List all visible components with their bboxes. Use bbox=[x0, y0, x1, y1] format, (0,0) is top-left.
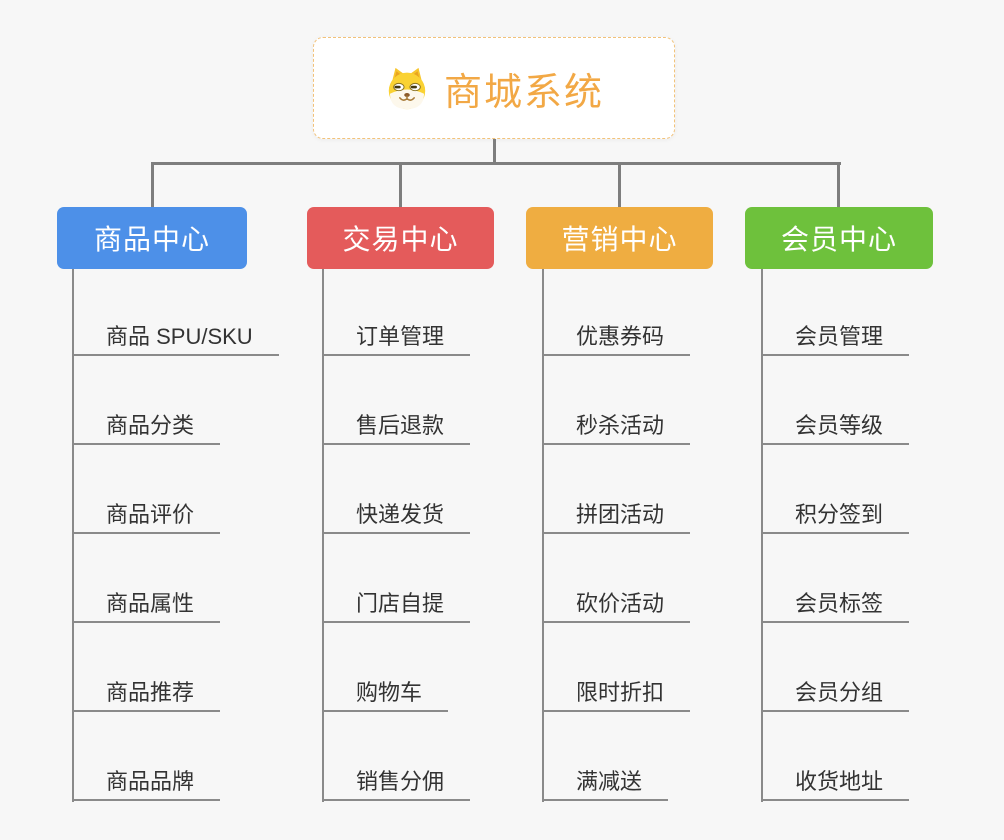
child-topic[interactable]: 商品评价 bbox=[74, 500, 221, 534]
root-topic-label: 商城系统 bbox=[443, 71, 604, 114]
root-topic-node[interactable]: 商城系统 bbox=[313, 37, 675, 139]
child-topic[interactable]: 门店自提 bbox=[324, 589, 471, 623]
shiba-dog-icon bbox=[388, 67, 426, 110]
branch-header-member-center[interactable]: 会员中心 bbox=[745, 207, 933, 269]
child-topic[interactable]: 快递发货 bbox=[324, 500, 471, 534]
child-topic[interactable]: 满减送 bbox=[544, 767, 669, 801]
connector-root-stem bbox=[493, 139, 496, 165]
branch-column-member-center: 会员管理 会员等级 积分签到 会员标签 会员分组 收货地址 bbox=[761, 269, 910, 802]
child-topic[interactable]: 收货地址 bbox=[763, 767, 910, 801]
child-topic[interactable]: 砍价活动 bbox=[544, 589, 691, 623]
connector-drop-members bbox=[837, 162, 840, 209]
child-topic[interactable]: 购物车 bbox=[324, 678, 449, 712]
connector-drop-trade bbox=[399, 162, 402, 209]
child-topic[interactable]: 销售分佣 bbox=[324, 767, 471, 801]
child-topic[interactable]: 商品品牌 bbox=[74, 767, 221, 801]
child-topic[interactable]: 优惠券码 bbox=[544, 322, 691, 356]
child-topic[interactable]: 售后退款 bbox=[324, 411, 471, 445]
branch-header-marketing-center[interactable]: 营销中心 bbox=[526, 207, 713, 269]
child-topic[interactable]: 会员分组 bbox=[763, 678, 910, 712]
child-topic[interactable]: 商品分类 bbox=[74, 411, 221, 445]
child-topic[interactable]: 秒杀活动 bbox=[544, 411, 691, 445]
branch-column-marketing-center: 优惠券码 秒杀活动 拼团活动 砍价活动 限时折扣 满减送 bbox=[542, 269, 691, 802]
child-topic[interactable]: 商品 SPU/SKU bbox=[74, 322, 279, 356]
branch-header-trade-center[interactable]: 交易中心 bbox=[307, 207, 494, 269]
child-topic[interactable]: 商品属性 bbox=[74, 589, 221, 623]
child-topic[interactable]: 限时折扣 bbox=[544, 678, 691, 712]
branch-header-product-center[interactable]: 商品中心 bbox=[57, 207, 247, 269]
child-topic[interactable]: 会员等级 bbox=[763, 411, 910, 445]
child-topic[interactable]: 拼团活动 bbox=[544, 500, 691, 534]
child-topic[interactable]: 商品推荐 bbox=[74, 678, 221, 712]
connector-drop-products bbox=[151, 162, 154, 209]
connector-horizontal-bus bbox=[151, 162, 841, 165]
child-topic[interactable]: 积分签到 bbox=[763, 500, 910, 534]
child-topic[interactable]: 会员标签 bbox=[763, 589, 910, 623]
branch-column-trade-center: 订单管理 售后退款 快递发货 门店自提 购物车 销售分佣 bbox=[322, 269, 471, 802]
child-topic[interactable]: 订单管理 bbox=[324, 322, 471, 356]
child-topic[interactable]: 会员管理 bbox=[763, 322, 910, 356]
connector-drop-marketing bbox=[618, 162, 621, 209]
branch-column-product-center: 商品 SPU/SKU 商品分类 商品评价 商品属性 商品推荐 商品品牌 bbox=[72, 269, 279, 802]
